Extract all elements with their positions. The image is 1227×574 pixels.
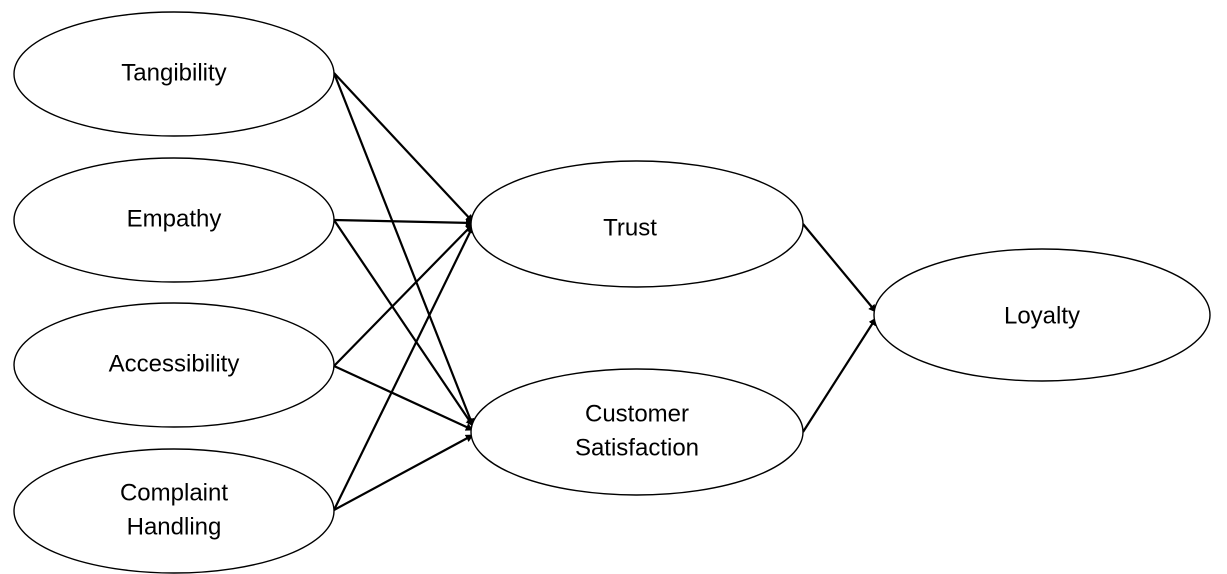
edge-accessibility-to-customer-satisfaction [333, 365, 474, 431]
node-trust: Trust [470, 160, 804, 288]
edge-empathy-to-trust [333, 218, 474, 227]
node-accessibility-label: Accessibility [109, 350, 240, 377]
node-customer-satisfaction-label-line-2: Satisfaction [575, 434, 699, 461]
edge-tangibility-to-trust [333, 72, 474, 223]
node-loyalty: Loyalty [873, 248, 1211, 382]
edge-accessibility-to-trust [333, 223, 474, 367]
node-customer-satisfaction-label-line-1: Customer [585, 400, 689, 427]
edge-tangibility-to-customer-satisfaction [332, 72, 475, 427]
node-customer-satisfaction-ellipse [470, 368, 804, 496]
node-loyalty-ellipse [873, 248, 1211, 382]
node-trust-label: Trust [603, 214, 657, 241]
node-tangibility-ellipse [13, 11, 335, 137]
node-accessibility-ellipse [13, 302, 335, 428]
nodes-layer: Tangibility Empathy Accessibility Compla… [13, 11, 1211, 574]
edge-complaint-handling-to-trust [333, 225, 474, 511]
node-tangibility-label: Tangibility [121, 59, 226, 86]
edges-layer [332, 72, 877, 511]
node-complaint-handling: Complaint Handling [13, 448, 335, 574]
edge-trust-to-loyalty [802, 223, 877, 313]
node-accessibility: Accessibility [13, 302, 335, 428]
node-complaint-handling-ellipse [13, 448, 335, 574]
node-empathy-ellipse [13, 157, 335, 283]
node-tangibility: Tangibility [13, 11, 335, 137]
edge-empathy-to-customer-satisfaction [333, 219, 474, 427]
node-complaint-handling-label-line-1: Complaint [120, 479, 228, 506]
node-loyalty-label: Loyalty [1004, 302, 1080, 329]
edge-complaint-handling-to-customer-satisfaction [333, 434, 474, 511]
node-customer-satisfaction: Customer Satisfaction [470, 368, 804, 496]
node-empathy: Empathy [13, 157, 335, 283]
node-trust-ellipse [470, 160, 804, 288]
node-empathy-label: Empathy [127, 205, 222, 232]
node-complaint-handling-label-line-2: Handling [127, 513, 222, 540]
edge-customer-satisfaction-to-loyalty [802, 317, 877, 433]
